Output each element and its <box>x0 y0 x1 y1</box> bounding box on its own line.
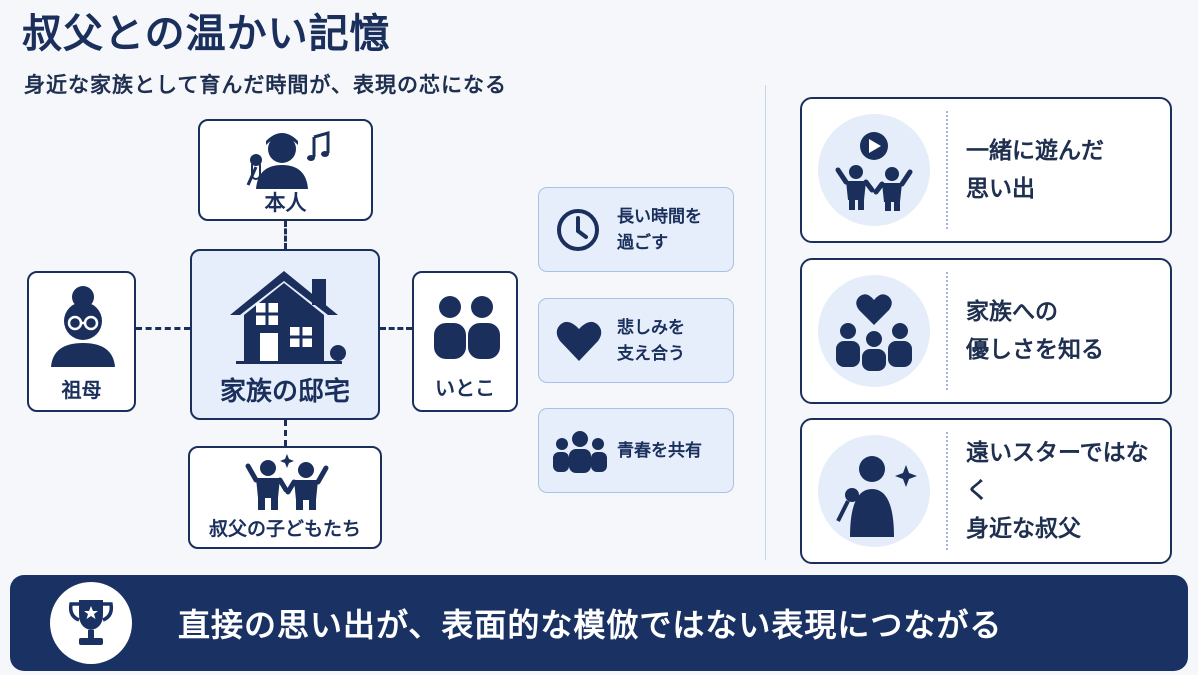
card-played-together-line1: 一緒に遊んだ <box>966 138 1104 164</box>
group-icon <box>553 431 607 473</box>
clock-icon <box>557 209 599 251</box>
grandmother-icon <box>51 286 115 367</box>
card-played-together: 一緒に遊んだ 思い出 <box>800 97 1172 243</box>
node-grandmother-label: 祖母 <box>61 378 102 402</box>
connector-top <box>284 221 287 249</box>
heart-icon <box>556 321 602 361</box>
family-heart-icon <box>836 294 912 371</box>
card-family-kindness: 家族への 優しさを知る <box>800 258 1172 404</box>
node-self: 本人 <box>198 119 373 221</box>
divider-line <box>765 85 766 560</box>
connector-bottom <box>284 420 287 446</box>
node-uncle-children: 叔父の子どもたち <box>188 446 382 549</box>
card-close-uncle-line1: 遠いスターではなく <box>966 440 1149 504</box>
children-play-icon <box>835 132 913 211</box>
two-people-icon <box>434 296 500 359</box>
trophy-icon <box>68 600 114 645</box>
connector-right <box>380 327 412 330</box>
card-played-together-line2: 思い出 <box>966 176 1035 202</box>
node-family-house: 家族の邸宅 <box>190 249 380 420</box>
card-family-kindness-line1: 家族への <box>966 299 1058 325</box>
node-cousins: いとこ <box>412 271 518 412</box>
card-close-uncle-line2: 身近な叔父 <box>966 516 1081 542</box>
point-support-grief-line2: 支え合う <box>617 343 685 364</box>
node-grandmother: 祖母 <box>27 271 136 412</box>
point-shared-youth: 青春を共有 <box>538 408 734 493</box>
point-long-time: 長い時間を 過ごす <box>538 187 734 272</box>
point-long-time-line1: 長い時間を <box>617 206 702 227</box>
singer-with-music-note-icon <box>246 131 330 189</box>
point-long-time-line2: 過ごす <box>617 232 669 253</box>
card-family-kindness-line2: 優しさを知る <box>966 337 1104 363</box>
house-icon <box>230 271 346 364</box>
node-uncle-children-label: 叔父の子どもたち <box>208 518 361 540</box>
node-self-label: 本人 <box>264 191 307 215</box>
singer-star-icon <box>836 456 917 537</box>
point-support-grief-line1: 悲しみを <box>617 317 685 338</box>
page-subtitle: 身近な家族として育んだ時間が、表現の芯になる <box>24 73 507 97</box>
conclusion-text: 直接の思い出が、表面的な模倣ではない表現につながる <box>178 606 1003 644</box>
point-shared-youth-line1: 青春を共有 <box>617 440 702 461</box>
card-close-uncle: 遠いスターではなく 身近な叔父 <box>800 418 1172 564</box>
node-cousins-label: いとこ <box>435 376 495 400</box>
page-title: 叔父との温かい記憶 <box>22 11 391 57</box>
conclusion-banner: 直接の思い出が、表面的な模倣ではない表現につながる <box>10 575 1188 671</box>
connector-left <box>136 327 190 330</box>
node-family-house-label: 家族の邸宅 <box>219 377 350 407</box>
point-support-grief: 悲しみを 支え合う <box>538 298 734 383</box>
children-icon <box>245 454 329 510</box>
